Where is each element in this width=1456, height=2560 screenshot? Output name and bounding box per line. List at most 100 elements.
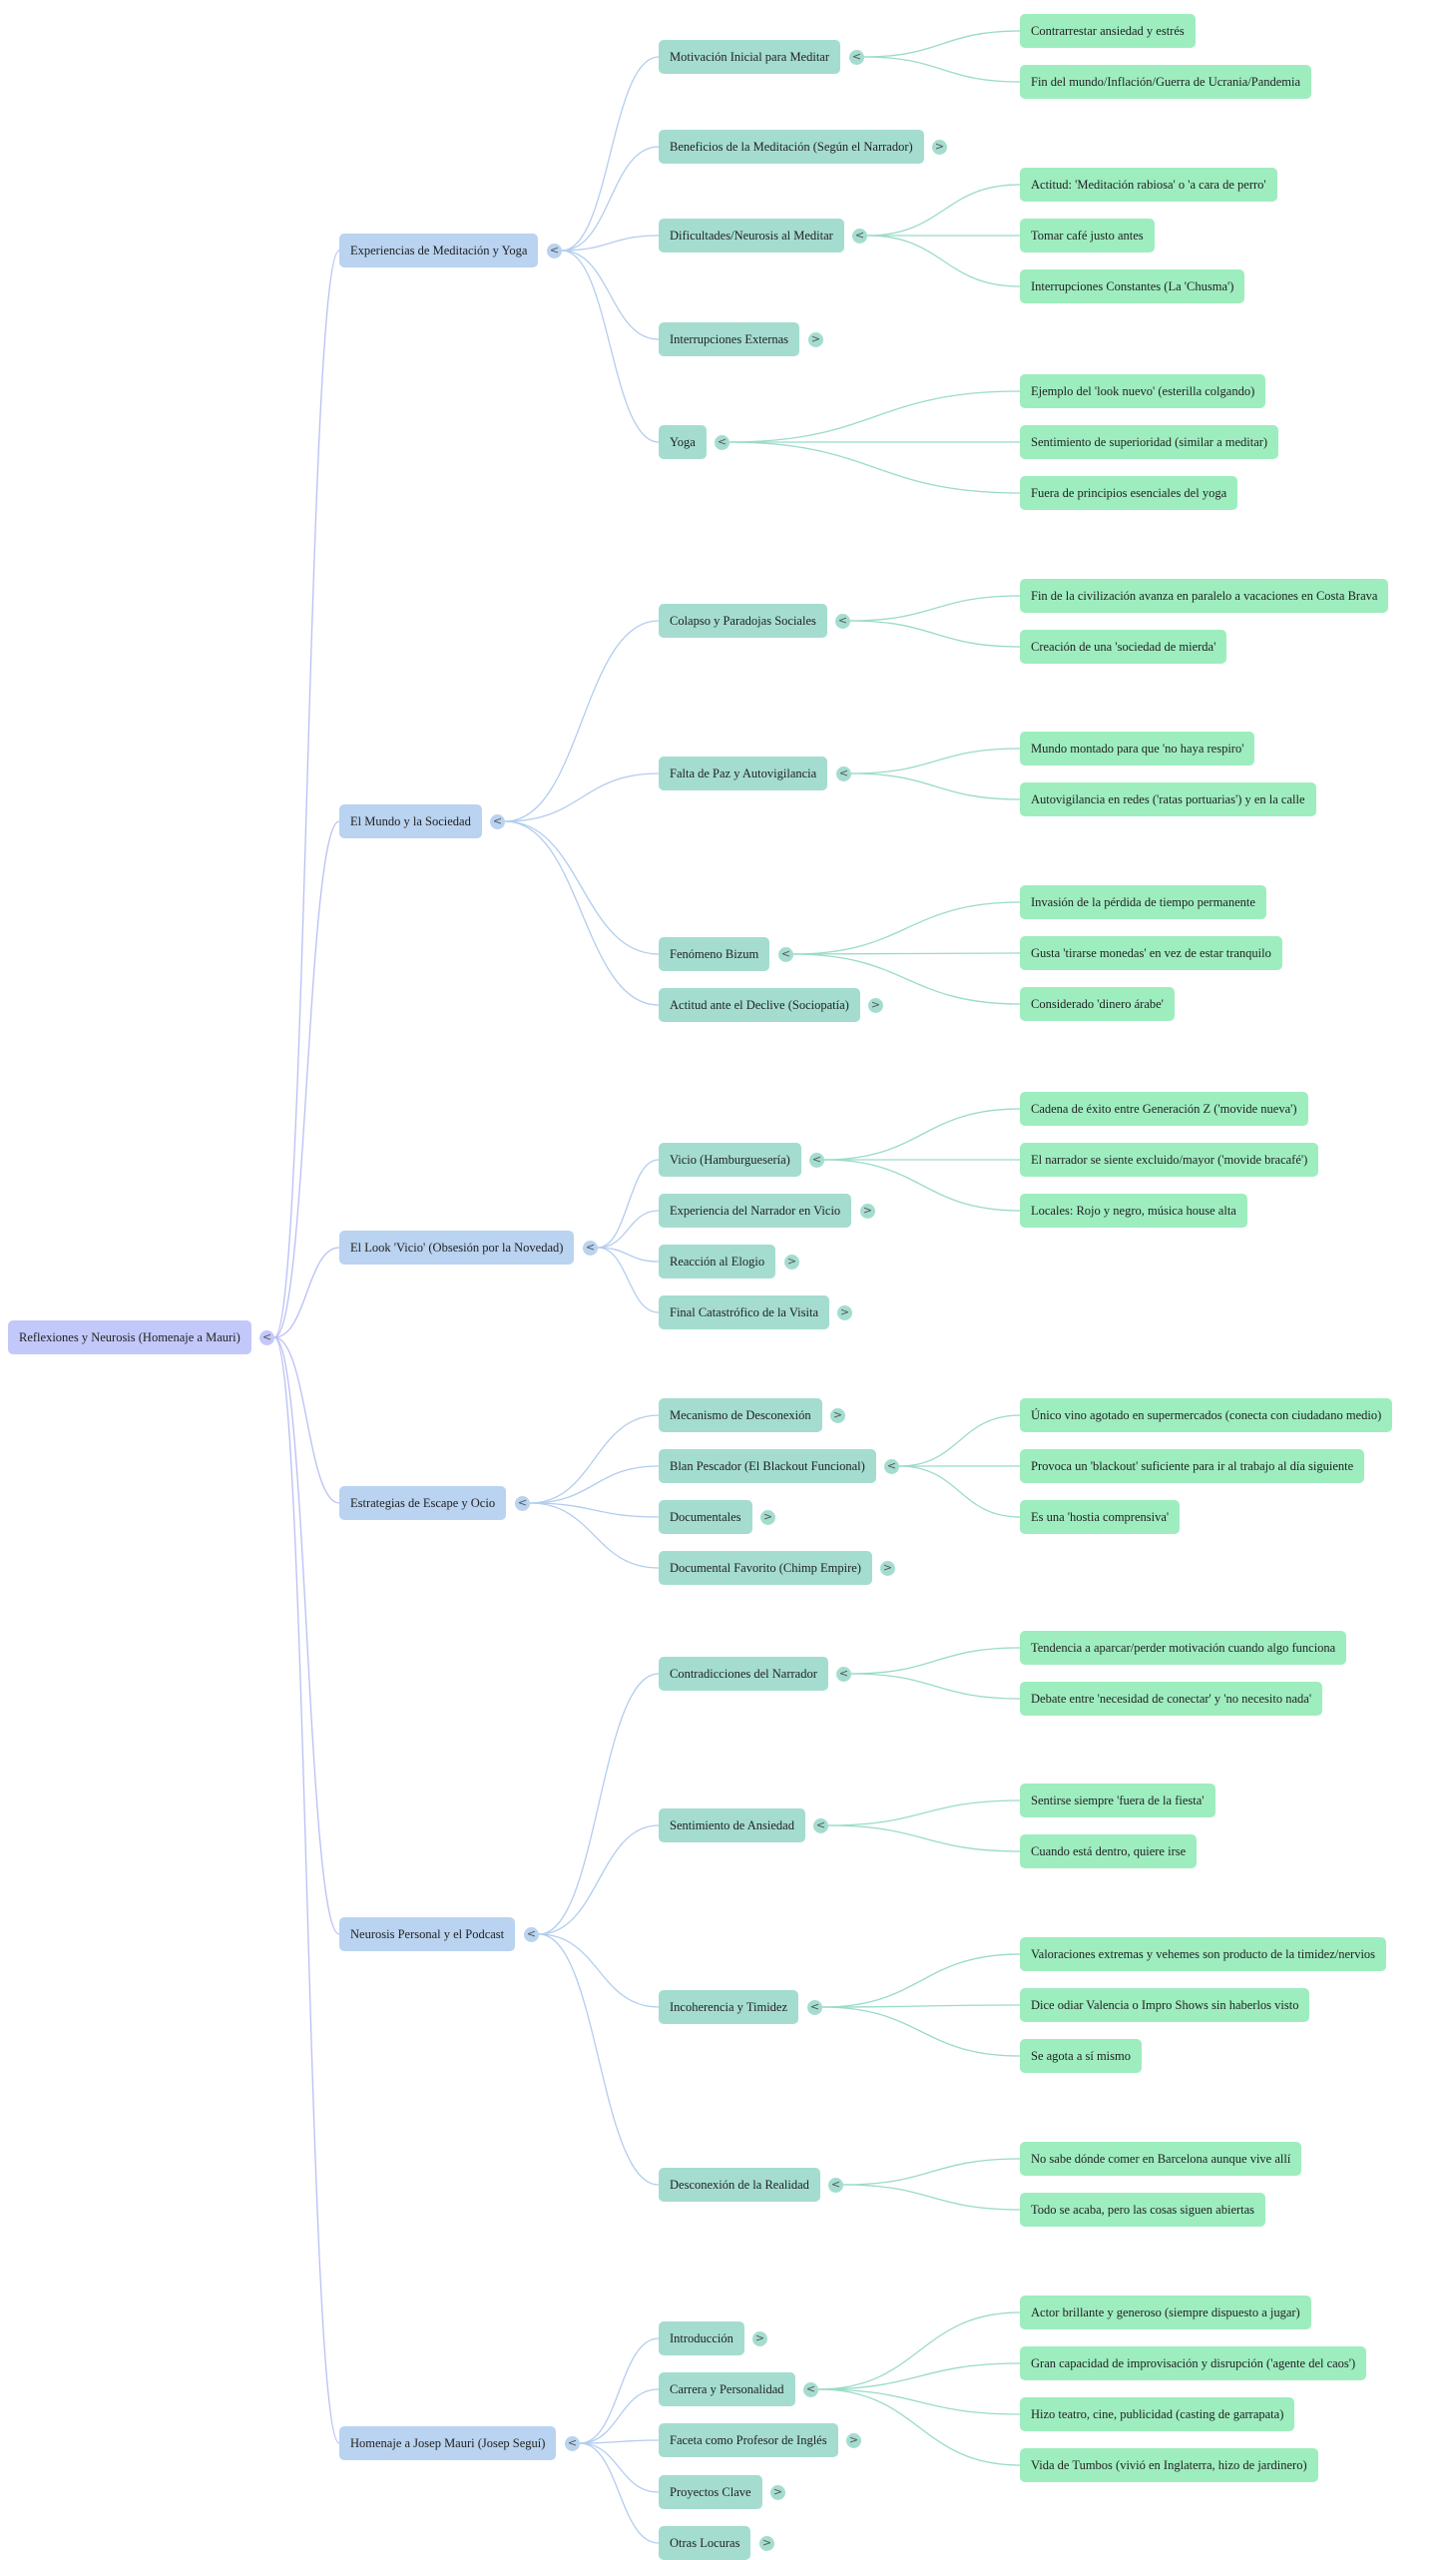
detail-node[interactable]: No sabe dónde comer en Barcelona aunque … bbox=[1020, 2142, 1302, 2176]
collapse-toggle-icon[interactable]: < bbox=[583, 1240, 598, 1256]
subtopic-node[interactable]: Dificultades/Neurosis al Meditar bbox=[659, 219, 844, 253]
detail-node[interactable]: Cuando está dentro, quiere irse bbox=[1020, 1834, 1198, 1868]
detail-node[interactable]: Sentirse siempre 'fuera de la fiesta' bbox=[1020, 1784, 1215, 1817]
subtopic-node[interactable]: Sentimiento de Ansiedad bbox=[659, 1808, 805, 1842]
detail-node[interactable]: Sentimiento de superioridad (similar a m… bbox=[1020, 425, 1279, 459]
detail-node[interactable]: Fuera de principios esenciales del yoga bbox=[1020, 476, 1238, 510]
collapse-toggle-icon[interactable]: < bbox=[778, 946, 793, 962]
detail-node[interactable]: Actor brillante y generoso (siempre disp… bbox=[1020, 2296, 1311, 2329]
collapse-toggle-icon[interactable]: < bbox=[836, 1666, 851, 1682]
detail-node[interactable]: El narrador se siente excluido/mayor ('m… bbox=[1020, 1143, 1319, 1177]
detail-node[interactable]: Todo se acaba, pero las cosas siguen abi… bbox=[1020, 2193, 1266, 2227]
detail-node[interactable]: Dice odiar Valencia o Impro Shows sin ha… bbox=[1020, 1988, 1310, 2022]
subtopic-node[interactable]: Falta de Paz y Autovigilancia bbox=[659, 757, 828, 790]
subtopic-node[interactable]: Experiencia del Narrador en Vicio bbox=[659, 1194, 852, 1228]
topic-node[interactable]: Neurosis Personal y el Podcast bbox=[339, 1917, 516, 1951]
subtopic-node[interactable]: Documentales bbox=[659, 1500, 752, 1534]
expand-toggle-icon[interactable]: > bbox=[860, 1203, 875, 1219]
detail-node[interactable]: Es una 'hostia comprensiva' bbox=[1020, 1500, 1181, 1534]
subtopic-node[interactable]: Blan Pescador (El Blackout Funcional) bbox=[659, 1449, 876, 1483]
topic-node[interactable]: Experiencias de Meditación y Yoga bbox=[339, 234, 539, 267]
detail-node[interactable]: Se agota a sí mismo bbox=[1020, 2039, 1142, 2073]
detail-node[interactable]: Invasión de la pérdida de tiempo permane… bbox=[1020, 885, 1266, 919]
detail-node[interactable]: Autovigilancia en redes ('ratas portuari… bbox=[1020, 782, 1316, 816]
subtopic-node[interactable]: Contradicciones del Narrador bbox=[659, 1657, 828, 1691]
topic-node[interactable]: El Mundo y la Sociedad bbox=[339, 804, 482, 838]
detail-node[interactable]: Único vino agotado en supermercados (con… bbox=[1020, 1398, 1393, 1432]
detail-node[interactable]: Debate entre 'necesidad de conectar' y '… bbox=[1020, 1682, 1323, 1716]
collapse-toggle-icon[interactable]: < bbox=[803, 2381, 818, 2397]
subtopic-node[interactable]: Mecanismo de Desconexión bbox=[659, 1398, 822, 1432]
expand-toggle-icon[interactable]: > bbox=[837, 1304, 852, 1320]
collapse-toggle-icon[interactable]: < bbox=[524, 1926, 539, 1942]
detail-node[interactable]: Tendencia a aparcar/perder motivación cu… bbox=[1020, 1631, 1347, 1665]
subtopic-node[interactable]: Desconexión de la Realidad bbox=[659, 2168, 820, 2202]
expand-toggle-icon[interactable]: > bbox=[784, 1254, 799, 1270]
detail-node[interactable]: Gran capacidad de improvisación y disrup… bbox=[1020, 2346, 1367, 2380]
subtopic-node[interactable]: Introducción bbox=[659, 2321, 744, 2355]
subtopic-node[interactable]: Documental Favorito (Chimp Empire) bbox=[659, 1551, 872, 1585]
detail-node[interactable]: Valoraciones extremas y vehemes son prod… bbox=[1020, 1937, 1387, 1971]
expand-toggle-icon[interactable]: > bbox=[808, 331, 823, 347]
collapse-toggle-icon[interactable]: < bbox=[515, 1495, 530, 1511]
collapse-toggle-icon[interactable]: < bbox=[565, 2435, 580, 2451]
subtopic-node[interactable]: Faceta como Profesor de Inglés bbox=[659, 2423, 838, 2457]
subtopic-node[interactable]: Incoherencia y Timidez bbox=[659, 1990, 799, 2024]
detail-node[interactable]: Vida de Tumbos (vivió en Inglaterra, hiz… bbox=[1020, 2448, 1318, 2482]
subtopic-node[interactable]: Fenómeno Bizum bbox=[659, 937, 770, 971]
collapse-toggle-icon[interactable]: < bbox=[259, 1329, 274, 1345]
topic-node[interactable]: Estrategias de Escape y Ocio bbox=[339, 1486, 507, 1520]
detail-node[interactable]: Actitud: 'Meditación rabiosa' o 'a cara … bbox=[1020, 168, 1277, 202]
collapse-toggle-icon[interactable]: < bbox=[715, 434, 729, 450]
subtopic-node[interactable]: Proyectos Clave bbox=[659, 2475, 762, 2509]
expand-toggle-icon[interactable]: > bbox=[770, 2484, 785, 2500]
detail-node[interactable]: Mundo montado para que 'no haya respiro' bbox=[1020, 732, 1255, 766]
detail-node[interactable]: Fin de la civilización avanza en paralel… bbox=[1020, 579, 1389, 613]
subtopic-node[interactable]: Final Catastrófico de la Visita bbox=[659, 1295, 829, 1329]
subtopic-node[interactable]: Interrupciones Externas bbox=[659, 322, 800, 356]
detail-node[interactable]: Fin del mundo/Inflación/Guerra de Ucrani… bbox=[1020, 65, 1312, 99]
collapse-toggle-icon[interactable]: < bbox=[836, 766, 851, 781]
expand-toggle-icon[interactable]: > bbox=[752, 2330, 767, 2346]
subtopic-node[interactable]: Actitud ante el Declive (Sociopatía) bbox=[659, 988, 860, 1022]
expand-toggle-icon[interactable]: > bbox=[830, 1407, 845, 1423]
collapse-toggle-icon[interactable]: < bbox=[809, 1152, 824, 1168]
collapse-toggle-icon[interactable]: < bbox=[813, 1817, 828, 1833]
subtopic-node[interactable]: Motivación Inicial para Meditar bbox=[659, 40, 841, 74]
detail-node[interactable]: Gusta 'tirarse monedas' en vez de estar … bbox=[1020, 936, 1282, 970]
collapse-toggle-icon[interactable]: < bbox=[807, 1999, 822, 2015]
root-node[interactable]: Reflexiones y Neurosis (Homenaje a Mauri… bbox=[8, 1320, 251, 1354]
subtopic-node[interactable]: Colapso y Paradojas Sociales bbox=[659, 604, 827, 638]
expand-toggle-icon[interactable]: > bbox=[759, 2535, 774, 2551]
collapse-toggle-icon[interactable]: < bbox=[490, 813, 505, 829]
expand-toggle-icon[interactable]: > bbox=[932, 139, 947, 155]
subtopic-node[interactable]: Vicio (Hamburguesería) bbox=[659, 1143, 801, 1177]
collapse-toggle-icon[interactable]: < bbox=[547, 243, 562, 258]
detail-node[interactable]: Ejemplo del 'look nuevo' (esterilla colg… bbox=[1020, 374, 1266, 408]
expand-toggle-icon[interactable]: > bbox=[846, 2432, 861, 2448]
detail-node[interactable]: Hizo teatro, cine, publicidad (casting d… bbox=[1020, 2397, 1295, 2431]
expand-toggle-icon[interactable]: > bbox=[880, 1560, 895, 1576]
collapse-toggle-icon[interactable]: < bbox=[852, 228, 867, 244]
expand-toggle-icon[interactable]: > bbox=[868, 997, 883, 1013]
subtopic-node[interactable]: Reacción al Elogio bbox=[659, 1245, 776, 1279]
detail-node[interactable]: Interrupciones Constantes (La 'Chusma') bbox=[1020, 269, 1245, 303]
collapse-toggle-icon[interactable]: < bbox=[884, 1458, 899, 1474]
expand-toggle-icon[interactable]: > bbox=[760, 1509, 775, 1525]
detail-node[interactable]: Provoca un 'blackout' suficiente para ir… bbox=[1020, 1449, 1365, 1483]
subtopic-node[interactable]: Yoga bbox=[659, 425, 707, 459]
collapse-toggle-icon[interactable]: < bbox=[828, 2177, 843, 2193]
detail-node[interactable]: Cadena de éxito entre Generación Z ('mov… bbox=[1020, 1092, 1308, 1126]
detail-node[interactable]: Tomar café justo antes bbox=[1020, 219, 1155, 253]
detail-node[interactable]: Locales: Rojo y negro, música house alta bbox=[1020, 1194, 1247, 1228]
collapse-toggle-icon[interactable]: < bbox=[849, 49, 864, 65]
detail-node[interactable]: Creación de una 'sociedad de mierda' bbox=[1020, 630, 1227, 664]
collapse-toggle-icon[interactable]: < bbox=[835, 613, 850, 629]
detail-node[interactable]: Considerado 'dinero árabe' bbox=[1020, 987, 1175, 1021]
topic-node[interactable]: El Look 'Vicio' (Obsesión por la Novedad… bbox=[339, 1231, 575, 1265]
subtopic-node[interactable]: Carrera y Personalidad bbox=[659, 2372, 795, 2406]
detail-node[interactable]: Contrarrestar ansiedad y estrés bbox=[1020, 14, 1196, 48]
subtopic-node[interactable]: Beneficios de la Meditación (Según el Na… bbox=[659, 130, 924, 164]
subtopic-node[interactable]: Otras Locuras bbox=[659, 2526, 751, 2560]
topic-node[interactable]: Homenaje a Josep Mauri (Josep Seguí) bbox=[339, 2426, 557, 2460]
